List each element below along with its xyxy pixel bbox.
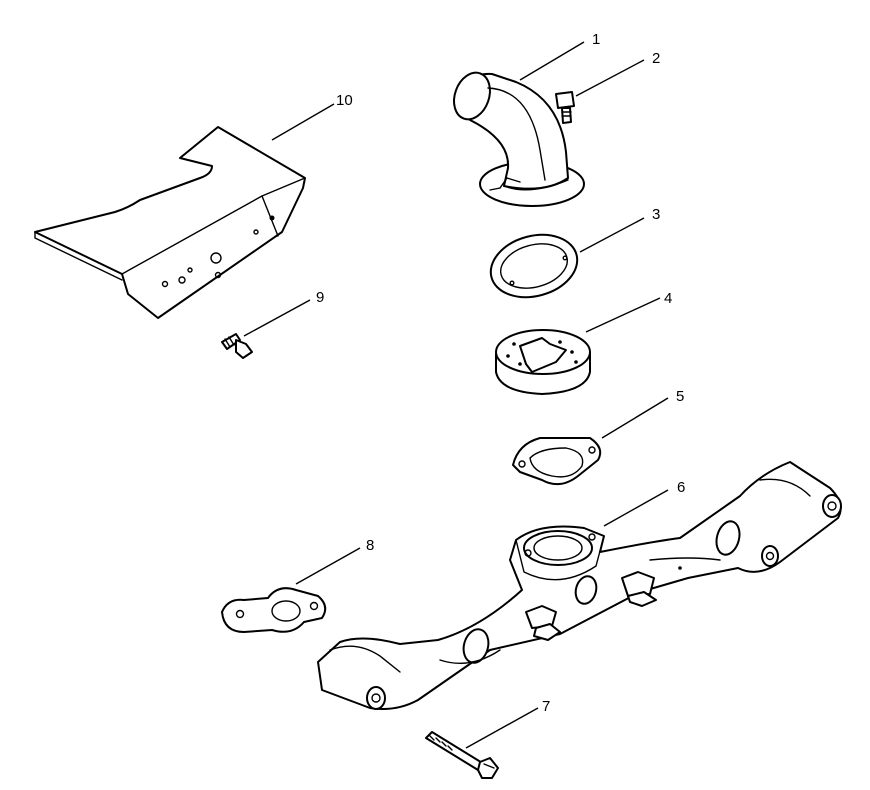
leader-9 (243, 299, 311, 337)
part-9-bolt (221, 333, 253, 359)
callout-labels: 1 2 3 4 5 6 7 8 9 10 (316, 31, 685, 715)
callout-6: 6 (677, 479, 685, 496)
leader-lines (243, 41, 669, 749)
part-5-gasket (512, 437, 602, 486)
callout-1: 1 (592, 31, 600, 48)
leader-4 (585, 297, 661, 333)
callout-7: 7 (542, 698, 550, 715)
part-3-gasket (489, 233, 579, 299)
leader-1 (519, 41, 585, 81)
leader-6 (603, 489, 669, 527)
leader-3 (579, 217, 645, 253)
part-8-gasket (221, 587, 327, 633)
part-6-manifold (317, 461, 842, 710)
callout-9: 9 (316, 289, 324, 306)
part-4-spacer (495, 329, 591, 395)
callout-5: 5 (676, 388, 684, 405)
callout-4: 4 (664, 290, 672, 307)
callout-3: 3 (652, 206, 660, 223)
callout-8: 8 (366, 537, 374, 554)
part-2-screw (555, 91, 575, 124)
part-7-bolt (425, 731, 499, 779)
leader-8 (295, 547, 361, 585)
part-1-elbow (453, 71, 585, 207)
callout-2: 2 (652, 50, 660, 67)
leader-2 (575, 59, 645, 97)
leader-7 (465, 707, 539, 749)
callout-10: 10 (336, 92, 353, 109)
part-10-bracket (34, 126, 306, 319)
leader-10 (271, 103, 335, 141)
leader-5 (601, 397, 669, 439)
